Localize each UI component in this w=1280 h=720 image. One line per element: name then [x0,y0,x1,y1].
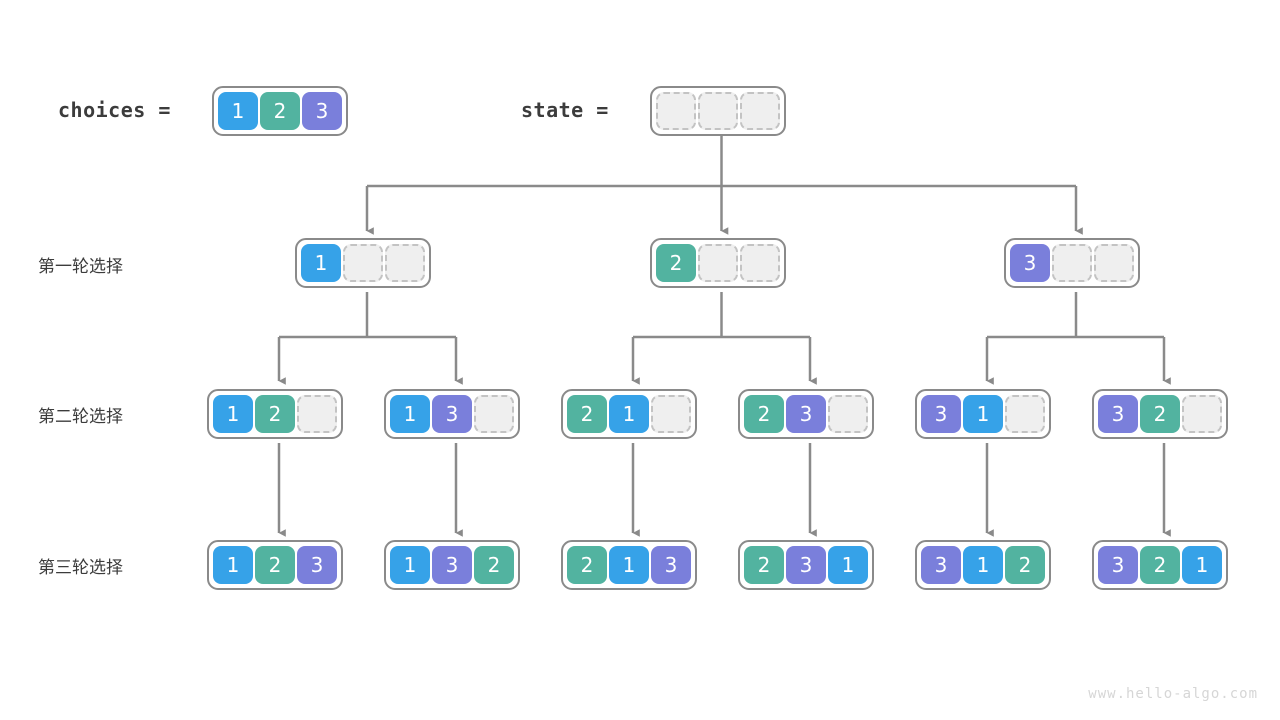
node-level1-choice-3: 3 [1004,238,1140,288]
array-cell-filled: 3 [432,546,472,584]
array-cell-empty [297,395,337,433]
array-cell-filled: 2 [1140,546,1180,584]
array-cell-filled: 3 [651,546,691,584]
array-cell-filled: 3 [1098,395,1138,433]
array-cell-empty [698,244,738,282]
array-cell-filled: 2 [255,546,295,584]
array-cell-filled: 1 [828,546,868,584]
array-cell-filled: 1 [963,395,1003,433]
array-cell-filled: 1 [963,546,1003,584]
array-cell-empty [1005,395,1045,433]
array-cell-empty [1052,244,1092,282]
array-cell-filled: 1 [390,395,430,433]
array-cell-filled: 2 [260,92,300,130]
array-cell-filled: 1 [390,546,430,584]
node-level1-choice-1: 1 [295,238,431,288]
array-cell-filled: 2 [567,546,607,584]
state-label: state = [521,98,609,122]
array-cell-filled: 2 [1005,546,1045,584]
array-cell-filled: 2 [744,395,784,433]
array-cell-filled: 1 [1182,546,1222,584]
array-cell-filled: 3 [297,546,337,584]
array-cell-empty [740,92,780,130]
array-cell-filled: 2 [1140,395,1180,433]
array-cell-empty [828,395,868,433]
array-cell-filled: 1 [213,395,253,433]
array-cell-filled: 1 [301,244,341,282]
array-cell-empty [698,92,738,130]
array-cell-filled: 3 [432,395,472,433]
row-label-round-2: 第二轮选择 [38,407,123,427]
array-cell-filled: 3 [786,546,826,584]
array-cell-empty [343,244,383,282]
array-cell-filled: 1 [213,546,253,584]
state-array [650,86,786,136]
row-label-round-1: 第一轮选择 [38,257,123,277]
array-cell-empty [651,395,691,433]
array-cell-filled: 2 [656,244,696,282]
array-cell-filled: 2 [474,546,514,584]
array-cell-filled: 1 [609,546,649,584]
array-cell-filled: 3 [921,395,961,433]
array-cell-filled: 2 [567,395,607,433]
array-cell-filled: 3 [1010,244,1050,282]
array-cell-empty [385,244,425,282]
array-cell-filled: 3 [786,395,826,433]
array-cell-empty [1094,244,1134,282]
array-cell-filled: 2 [255,395,295,433]
array-cell-empty [474,395,514,433]
array-cell-empty [656,92,696,130]
array-cell-filled: 2 [744,546,784,584]
node-level1-choice-2: 2 [650,238,786,288]
array-cell-filled: 3 [1098,546,1138,584]
array-cell-empty [740,244,780,282]
watermark: www.hello-algo.com [1088,686,1258,702]
array-cell-empty [1182,395,1222,433]
array-cell-filled: 3 [302,92,342,130]
array-cell-filled: 1 [609,395,649,433]
array-cell-filled: 3 [921,546,961,584]
row-label-round-3: 第三轮选择 [38,558,123,578]
array-cell-filled: 1 [218,92,258,130]
choices-label: choices = [58,98,171,122]
